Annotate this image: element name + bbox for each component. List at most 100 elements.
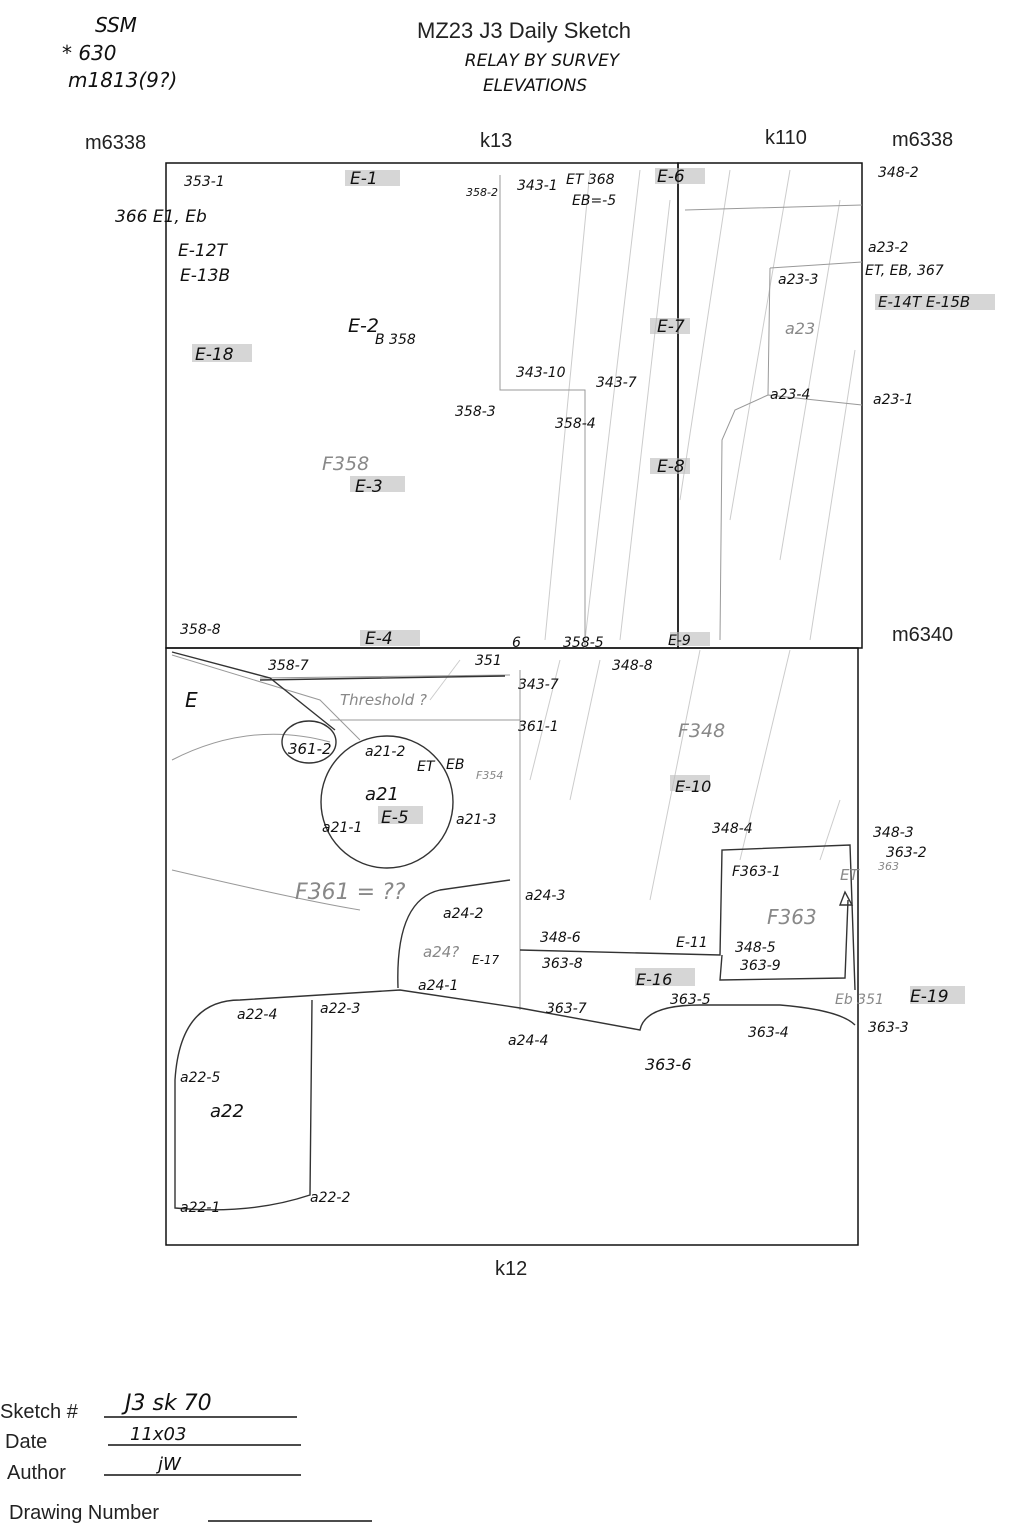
elevation-label: Eb 351 xyxy=(835,992,884,1008)
elevation-label: E-10 xyxy=(675,777,711,796)
point-label: a24-4 xyxy=(508,1033,548,1049)
point-label: 6 xyxy=(512,635,521,651)
feature-label: F348 xyxy=(678,720,725,742)
point-label: 348-6 xyxy=(540,930,581,946)
point-label: 363-7 xyxy=(546,1001,587,1017)
point-label: 358-7 xyxy=(268,658,309,674)
date-value: 11x03 xyxy=(130,1424,186,1445)
survey-labels: 353-1 E-1 358-2 343-1 ET 368 EB=-5 E-6 3… xyxy=(115,165,970,1216)
point-label: 348-4 xyxy=(712,821,753,837)
point-label: 348-2 xyxy=(878,165,919,181)
grid-label-s: k12 xyxy=(495,1258,527,1280)
feature-label: a24? xyxy=(423,943,459,961)
point-label: a21-2 xyxy=(365,744,405,760)
point-label: 343-1 xyxy=(517,178,558,194)
elevation-label: E-3 xyxy=(355,477,383,497)
feature-label: F363 xyxy=(767,905,817,929)
point-label: a23-4 xyxy=(770,387,810,403)
elevation-label: ET 368 xyxy=(566,172,615,188)
point-label: 363-6 xyxy=(645,1055,692,1074)
elevation-label: E-8 xyxy=(657,457,685,477)
point-label: 348-5 xyxy=(735,940,776,956)
note-630: * 630 xyxy=(62,41,117,65)
elevation-label: 366 E1, Eb xyxy=(115,207,207,227)
point-label: 358-5 xyxy=(563,635,604,651)
sketch-number-label: Sketch # xyxy=(0,1401,79,1423)
feature-label: a23 xyxy=(785,319,815,338)
elevation-label: E-7 xyxy=(657,317,685,337)
elevation-label: B 358 xyxy=(375,332,416,348)
point-label: 363-9 xyxy=(740,958,781,974)
elevation-label: ET xyxy=(840,866,860,884)
subtitle-relay: RELAY BY SURVEY xyxy=(465,51,621,71)
point-label: 358-2 xyxy=(466,186,498,199)
grid-label-e: m6340 xyxy=(892,624,953,646)
point-label: 351 xyxy=(475,653,502,669)
elevation-label: E-19 xyxy=(910,987,949,1007)
feature-label: a22 xyxy=(210,1101,244,1122)
point-label: 343-7 xyxy=(518,677,559,693)
grid-label-ne: m6338 xyxy=(892,129,953,151)
point-label: 363-2 xyxy=(886,845,927,861)
point-label: a22-1 xyxy=(180,1200,220,1216)
point-label: 363-8 xyxy=(542,956,583,972)
point-label: a22-3 xyxy=(320,1001,360,1017)
elevation-label: E-18 xyxy=(195,345,234,365)
label-highlights xyxy=(192,168,995,1004)
feature-outlines xyxy=(171,175,863,1211)
elevation-label: EB=-5 xyxy=(572,193,616,209)
note-m1813: m1813(9?) xyxy=(68,68,177,92)
title-block: Sketch # J3 sk 70 Date 11x03 Author jW D… xyxy=(0,1391,372,1524)
point-label: a22-4 xyxy=(237,1007,277,1023)
feature-label: Threshold ? xyxy=(340,691,427,709)
elevation-label: E-6 xyxy=(657,167,685,187)
feature-label: F358 xyxy=(322,453,369,475)
date-label: Date xyxy=(5,1431,47,1453)
feature-label: F354 xyxy=(476,769,503,782)
point-label: a24-2 xyxy=(443,906,483,922)
point-label: 361-2 xyxy=(288,740,332,758)
drawing-number-label: Drawing Number xyxy=(9,1502,159,1524)
elevation-label: E-2 xyxy=(348,315,379,337)
point-label: a23-2 xyxy=(868,240,908,256)
feature-label: F361 = ?? xyxy=(295,880,406,905)
grid-label-n: k13 xyxy=(480,130,512,152)
point-label: a21-1 xyxy=(322,820,362,836)
point-label: a23-3 xyxy=(778,272,818,288)
point-label: 358-3 xyxy=(455,404,496,420)
point-label: 363-3 xyxy=(868,1020,909,1036)
elevation-label: E xyxy=(185,688,198,712)
point-label: a21-3 xyxy=(456,812,496,828)
elevation-label: E-9 xyxy=(668,633,691,649)
elevation-label: E-14T E-15B xyxy=(878,293,970,311)
elevation-label: ET, EB, 367 xyxy=(865,263,944,279)
note-ssm: SSM xyxy=(95,13,137,37)
elevation-label: E-5 xyxy=(381,808,409,828)
subtitle-elevations: ELEVATIONS xyxy=(483,76,587,96)
grid-label-ne-inner: k110 xyxy=(765,127,807,149)
point-label: 348-3 xyxy=(873,825,914,841)
point-label: 353-1 xyxy=(184,174,225,190)
pencil-hatching xyxy=(429,169,856,901)
author-value: jW xyxy=(155,1454,182,1475)
elevation-label: E-17 xyxy=(472,953,500,967)
point-label: 361-1 xyxy=(518,719,559,735)
point-label: 358-8 xyxy=(180,622,221,638)
sketch-number-value: J3 sk 70 xyxy=(121,1391,212,1416)
point-label: 363-5 xyxy=(670,992,711,1008)
point-label: 343-7 xyxy=(596,375,637,391)
grid-square-k12 xyxy=(165,647,859,1246)
feature-label: a21 xyxy=(365,784,399,805)
point-label: a22-2 xyxy=(310,1190,350,1206)
point-label: 348-8 xyxy=(612,658,653,674)
elevation-label: EB xyxy=(446,757,464,773)
grid-label-nw: m6338 xyxy=(85,132,146,154)
elevation-label: E-12T xyxy=(178,241,229,261)
point-label: a23-1 xyxy=(873,392,913,408)
grid-square-k13 xyxy=(165,162,679,649)
point-label: 363-4 xyxy=(748,1025,789,1041)
point-label: a24-1 xyxy=(418,978,458,994)
author-label: Author xyxy=(7,1462,66,1484)
elevation-label: E-1 xyxy=(350,169,378,189)
